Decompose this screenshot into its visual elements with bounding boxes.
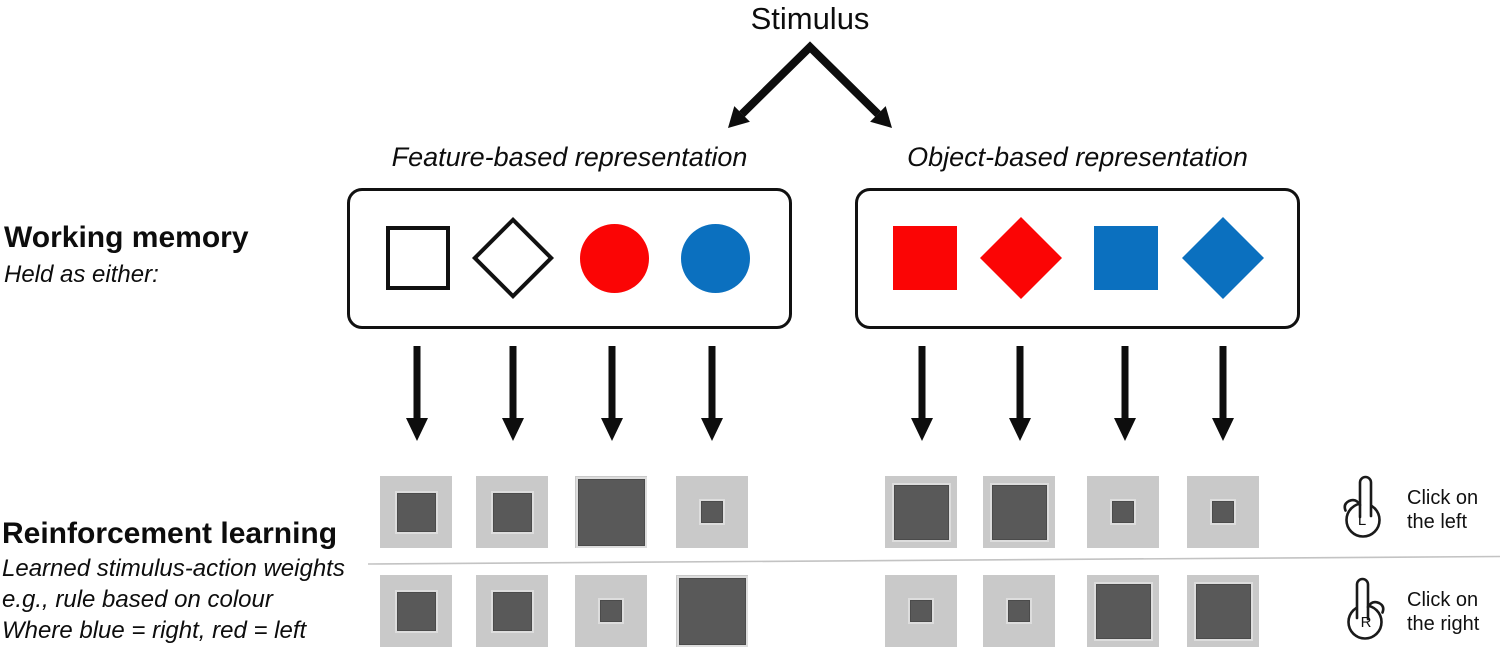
- weight-magnitude-xlarge: [678, 577, 746, 645]
- pointing-hand-left-icon: L: [1343, 475, 1381, 538]
- working-memory-heading: Working memory: [4, 221, 249, 254]
- rl-note-2: e.g., rule based on colour: [2, 586, 273, 613]
- working-memory-subheading: Held as either:: [4, 261, 159, 288]
- weight-object-row2-col3: [1087, 575, 1159, 647]
- object-weight-arrows: [911, 346, 1234, 441]
- weight-object-row2-col1: [885, 575, 957, 647]
- feature-representation-box: [347, 188, 792, 329]
- weight-magnitude-large: [893, 484, 949, 540]
- weight-object-row1-col1: [885, 476, 957, 548]
- click-right-label: Click on the right: [1407, 588, 1479, 636]
- blue-circle-shape: [680, 223, 750, 293]
- pointing-hand-right-icon: R: [1347, 577, 1385, 640]
- reinforcement-learning-heading: Reinforcement learning: [2, 517, 338, 550]
- weight-object-row2-col2: [983, 575, 1055, 647]
- object-representation-label: Object-based representation: [907, 142, 1248, 172]
- weight-magnitude-medium: [492, 492, 532, 532]
- weight-object-row1-col3: [1087, 476, 1159, 548]
- weight-feature-row2-col2: [476, 575, 548, 647]
- right-key-label: R: [1361, 614, 1372, 631]
- weight-magnitude-xlarge: [577, 478, 645, 546]
- blue-diamond-shape: [1181, 216, 1265, 300]
- feature-weight-arrows: [406, 346, 723, 441]
- weight-magnitude-small: [600, 600, 622, 622]
- response-right: R Click on the right: [1336, 574, 1479, 650]
- stimulus-fork-arrow: [728, 41, 892, 128]
- weight-feature-row2-col3: [575, 575, 647, 647]
- click-left-line1: Click on: [1407, 487, 1479, 509]
- weight-feature-row1-col4: [676, 476, 748, 548]
- outline-square-shape: [386, 226, 450, 290]
- weight-feature-row2-col4: [676, 575, 748, 647]
- weight-feature-row1-col1: [380, 476, 452, 548]
- weight-magnitude-small: [1008, 600, 1030, 622]
- blue-square-shape: [1094, 226, 1158, 290]
- object-representation-box: [855, 188, 1300, 329]
- weight-feature-row1-col3: [575, 476, 647, 548]
- weight-magnitude-small: [1212, 501, 1234, 523]
- click-right-line2: the right: [1407, 613, 1480, 635]
- rl-note-3: Where blue = right, red = left: [2, 617, 307, 644]
- weight-object-row1-col4: [1187, 476, 1259, 548]
- weight-magnitude-large: [1095, 583, 1151, 639]
- response-left: L Click on the left: [1336, 472, 1478, 548]
- outline-diamond-shape: [471, 216, 555, 300]
- weight-magnitude-small: [1112, 501, 1134, 523]
- feature-representation-label: Feature-based representation: [391, 142, 748, 172]
- weight-magnitude-small: [701, 501, 723, 523]
- left-key-label: L: [1358, 512, 1366, 529]
- red-square-shape: [893, 226, 957, 290]
- reinforcement-learning-caption: Reinforcement learning Learned stimulus-…: [2, 518, 345, 646]
- weight-object-row2-col4: [1187, 575, 1259, 647]
- weight-magnitude-medium: [492, 591, 532, 631]
- weight-magnitude-medium: [396, 591, 436, 631]
- weight-feature-row2-col1: [380, 575, 452, 647]
- stimulus-label: Stimulus: [750, 1, 870, 36]
- weight-magnitude-small: [910, 600, 932, 622]
- click-left-label: Click on the left: [1407, 486, 1478, 534]
- red-circle-shape: [579, 223, 649, 293]
- weight-magnitude-large: [1195, 583, 1251, 639]
- click-left-line2: the left: [1407, 511, 1468, 533]
- weight-magnitude-large: [991, 484, 1047, 540]
- weight-object-row1-col2: [983, 476, 1055, 548]
- weight-feature-row1-col2: [476, 476, 548, 548]
- row-divider-line: [367, 555, 1500, 565]
- working-memory-caption: Working memory Held as either:: [4, 222, 249, 290]
- click-right-line1: Click on: [1407, 589, 1479, 611]
- rl-note-1: Learned stimulus-action weights: [2, 555, 345, 582]
- red-diamond-shape: [979, 216, 1063, 300]
- weight-magnitude-medium: [396, 492, 436, 532]
